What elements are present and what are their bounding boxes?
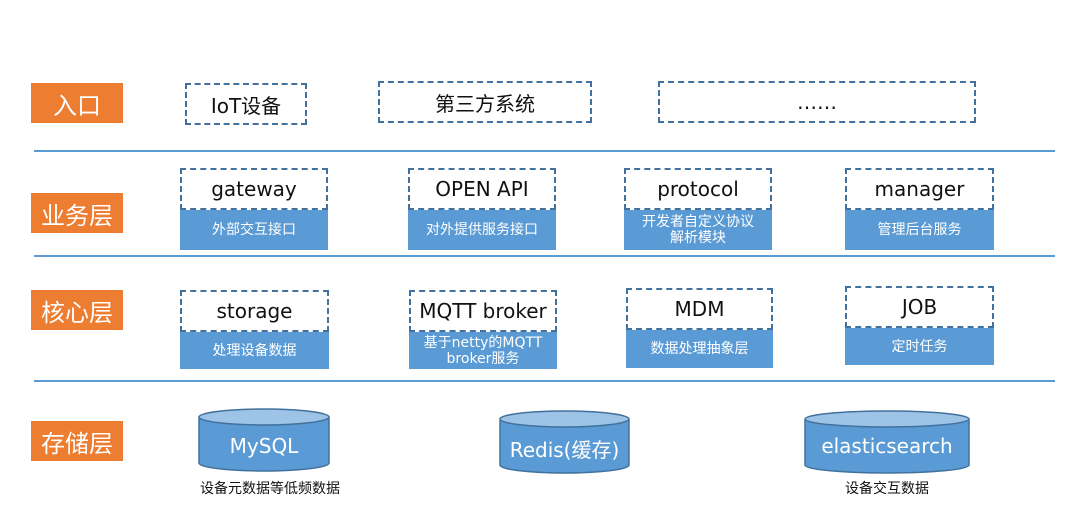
- database-elasticsearch: elasticsearch: [804, 410, 970, 474]
- layer-label-business: 业务层: [31, 193, 123, 233]
- module-protocol: protocol: [624, 168, 772, 210]
- database-cylinder-icon: [499, 410, 630, 474]
- module-protocol-desc: 开发者自定义协议解析模块: [624, 210, 772, 250]
- layer-label-core: 核心层: [31, 290, 123, 330]
- module-manager: manager: [845, 168, 994, 210]
- separator-line: [34, 380, 1055, 382]
- database-label: Redis(缓存): [509, 438, 620, 462]
- database-cylinder-icon: [198, 408, 330, 472]
- module-gateway-desc: 外部交互接口: [180, 210, 328, 250]
- entry-more: ……: [658, 81, 976, 123]
- database-caption: 设备交互数据: [845, 481, 929, 497]
- module-job-desc: 定时任务: [845, 328, 994, 365]
- database-mysql: MySQL: [198, 408, 330, 472]
- module-manager-desc: 管理后台服务: [845, 210, 994, 250]
- module-storage: storage: [180, 290, 329, 332]
- database-cylinder-icon: [804, 410, 970, 474]
- module-open-api: OPEN API: [408, 168, 556, 210]
- module-mdm: MDM: [626, 288, 773, 330]
- module-storage-desc: 处理设备数据: [180, 332, 329, 369]
- module-job: JOB: [845, 286, 994, 328]
- database-redis: Redis(缓存): [499, 410, 630, 474]
- entry-iot-devices: IoT设备: [185, 83, 307, 125]
- separator-line: [34, 150, 1055, 152]
- layer-label-entry: 入口: [31, 83, 123, 123]
- entry-third-party-system: 第三方系统: [378, 81, 592, 123]
- separator-line: [34, 255, 1055, 257]
- module-mqtt-broker-desc: 基于netty的MQTT broker服务: [409, 332, 557, 369]
- layer-label-storage: 存储层: [31, 421, 123, 461]
- module-gateway: gateway: [180, 168, 328, 210]
- module-open-api-desc: 对外提供服务接口: [408, 210, 556, 250]
- database-caption: 设备元数据等低频数据: [200, 481, 340, 497]
- module-mdm-desc: 数据处理抽象层: [626, 330, 773, 368]
- database-label: elasticsearch: [821, 434, 953, 458]
- database-label: MySQL: [229, 434, 299, 458]
- module-mqtt-broker: MQTT broker: [409, 290, 557, 332]
